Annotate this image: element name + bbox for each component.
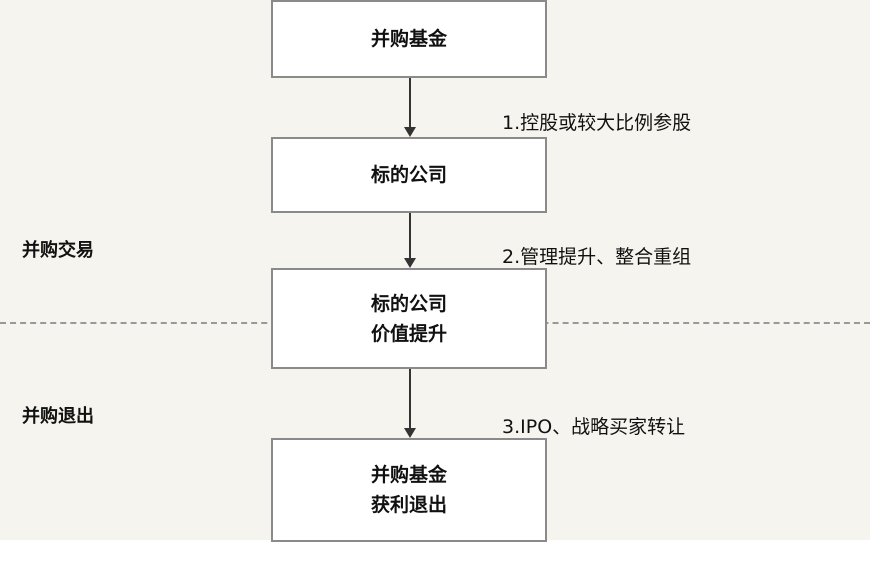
arrow-head-icon xyxy=(404,258,416,268)
box-label: 并购基金 xyxy=(370,464,447,486)
arrow-head-icon xyxy=(404,127,416,137)
box-label: 获利退出 xyxy=(370,494,447,516)
box-value-increase: 标的公司 价值提升 xyxy=(271,268,547,369)
arrow-line xyxy=(409,369,411,429)
box-label: 并购基金 xyxy=(370,28,447,50)
stage-exit-label: 并购退出 xyxy=(22,406,94,427)
box-label: 价值提升 xyxy=(370,322,447,345)
box-label: 标的公司 xyxy=(370,164,447,186)
diagram-canvas: 并购基金 标的公司 标的公司 价值提升 并购基金 获利退出 1.控股或较大比例参… xyxy=(0,0,870,542)
box-fund-exit: 并购基金 获利退出 xyxy=(271,438,547,542)
arrow-line xyxy=(409,78,411,128)
step-2-label: 2.管理提升、整合重组 xyxy=(502,246,692,268)
step-3-label: 3.IPO、战略买家转让 xyxy=(502,416,686,438)
stage-transaction-label: 并购交易 xyxy=(22,240,94,261)
step-1-label: 1.控股或较大比例参股 xyxy=(502,112,692,134)
box-merger-fund: 并购基金 xyxy=(271,0,547,78)
arrow-head-icon xyxy=(404,428,416,438)
box-label: 标的公司 xyxy=(370,292,447,315)
arrow-line xyxy=(409,213,411,259)
box-target-company: 标的公司 xyxy=(271,137,547,213)
